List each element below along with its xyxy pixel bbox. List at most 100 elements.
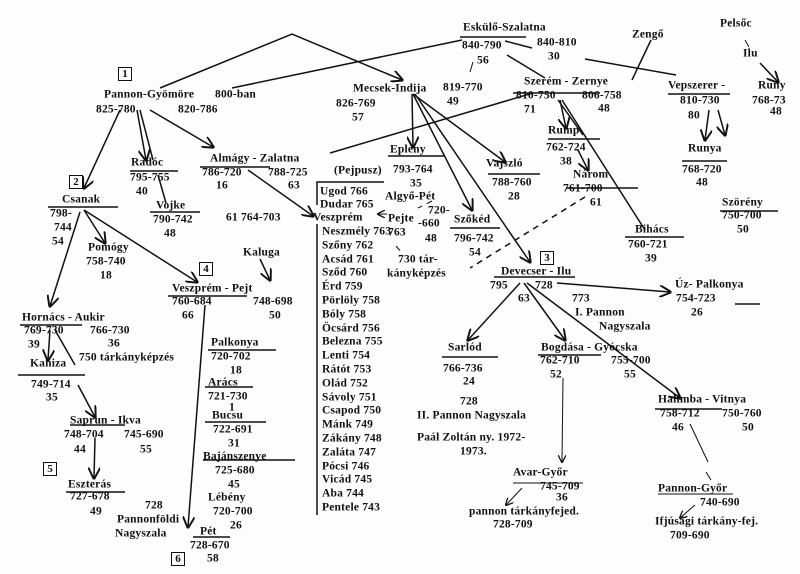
- list-item: Mánk 749: [322, 418, 374, 431]
- node-years: 750-760: [722, 407, 762, 420]
- node-years: 795: [490, 279, 508, 292]
- node-years: -660: [418, 217, 440, 230]
- list-item: Neszmély 763: [322, 225, 392, 238]
- group-marker-4: 4: [199, 262, 213, 276]
- list-item: Zákány 748: [322, 432, 382, 445]
- node-name: Radóc: [131, 156, 164, 169]
- node-years: 728-670: [190, 539, 230, 552]
- node-count: 50: [269, 309, 281, 322]
- list-item: Aba 744: [322, 487, 364, 500]
- node-count: 18: [100, 269, 112, 282]
- node-count: 26: [691, 306, 703, 319]
- list-item: Pócsi 746: [322, 460, 370, 473]
- node-count: 54: [469, 246, 481, 259]
- node-name: Palkonya: [211, 336, 259, 349]
- node-years: 727-678: [70, 490, 110, 503]
- node-years: 760-684: [172, 295, 212, 308]
- node-name: Szörény: [722, 196, 764, 209]
- node-count: 55: [140, 443, 152, 456]
- node-note: 1973.: [460, 445, 487, 458]
- node-years: 758-712: [660, 407, 700, 420]
- node-years: 744: [54, 221, 72, 234]
- node-years: 766-736: [443, 362, 483, 375]
- node-note: 709-690: [670, 529, 710, 542]
- node-count: 58: [207, 552, 219, 565]
- node-note: (Pejpusz): [334, 164, 382, 177]
- group-marker-3: 3: [540, 251, 554, 265]
- node-name: Runy: [758, 79, 786, 92]
- node-note: I. Pannon: [575, 306, 625, 319]
- node-years: 725-680: [215, 464, 255, 477]
- node-name: Vepszerer -: [668, 79, 726, 92]
- list-item: Zaláta 747: [322, 446, 377, 459]
- node-count: 45: [228, 478, 240, 491]
- node-count: 39: [645, 252, 657, 265]
- list-center: Veszprém: [313, 211, 363, 224]
- node-count: 38: [560, 155, 572, 168]
- node-years: 755-700: [611, 354, 651, 367]
- node-name: Lébény: [208, 491, 246, 504]
- list-item: Belezna 755: [322, 335, 383, 348]
- node-count: 61: [590, 196, 602, 209]
- node-count: 56: [477, 54, 489, 67]
- node-years: 750-700: [722, 209, 762, 222]
- node-name: Bajánszenye: [203, 450, 267, 463]
- node-years: 740-690: [700, 496, 740, 509]
- node-name: Ilu: [743, 47, 758, 60]
- node-note: 728: [460, 395, 478, 408]
- node-count: 54: [52, 235, 64, 248]
- node-years: 810-730: [680, 94, 720, 107]
- node-count: 57: [352, 111, 364, 124]
- node-note: pannon tárkányfejed.: [469, 505, 580, 518]
- node-count: 71: [524, 103, 536, 116]
- line-szerem-almagy: [329, 92, 534, 154]
- node-count: 48: [770, 105, 782, 118]
- line-esk-vep: [584, 58, 677, 76]
- node-note: 728-709: [493, 518, 533, 531]
- node-count: 52: [550, 368, 562, 381]
- node-count: 48: [598, 102, 610, 115]
- node-years: 820-786: [178, 103, 218, 116]
- node-name: Runya: [688, 142, 722, 155]
- node-years: 763: [388, 226, 406, 239]
- node-note: II. Pannon Nagyszala: [417, 409, 527, 422]
- group-marker-2: 2: [69, 175, 83, 189]
- list-item: Acsád 761: [322, 253, 374, 266]
- node-years: 795-755: [130, 171, 170, 184]
- node-name: Rump: [548, 124, 580, 137]
- node-years: 768-73: [752, 94, 786, 107]
- node-years: 788-725: [268, 166, 308, 179]
- node-count: 24: [463, 375, 475, 388]
- node-note: kányképzés: [387, 267, 446, 280]
- node-name: Mecsek-Indija: [353, 82, 427, 95]
- node-years: 720-702: [211, 350, 251, 363]
- node-count: 48: [425, 232, 437, 245]
- node-years: 788-760: [492, 176, 532, 189]
- node-name: Pomógy: [88, 241, 129, 254]
- node-years: 720-: [428, 204, 450, 217]
- node-count: 46: [672, 421, 684, 434]
- node-years: 745-709: [540, 480, 580, 493]
- list-item: Rátót 753: [322, 363, 372, 376]
- line-zengo: [631, 39, 652, 81]
- node-name: Hornács - Aukir: [22, 311, 105, 324]
- veszprem-list-bracket: [316, 181, 384, 205]
- node-years: 840-790: [462, 39, 502, 52]
- node-years: 728: [535, 279, 553, 292]
- node-name: Szerém - Zernye: [524, 75, 609, 88]
- node-count: 80: [688, 109, 700, 122]
- node-years: 722-691: [213, 423, 253, 436]
- node-name: Eszterás: [68, 478, 112, 491]
- node-note: Nagyszala: [115, 527, 167, 540]
- node-count: 36: [556, 491, 568, 504]
- list-item: Ugod 766: [320, 185, 368, 198]
- list-item: Sződ 760: [322, 266, 368, 279]
- node-name: Vojke: [156, 199, 186, 212]
- node-count: 36: [108, 337, 120, 350]
- list-item: Érd 759: [322, 280, 363, 293]
- list-item: Bóly 758: [322, 308, 367, 321]
- node-count: 28: [508, 190, 520, 203]
- node-name: Avar-Győr: [513, 466, 568, 479]
- node-name: Nárom: [573, 168, 609, 181]
- node-years: 796-742: [454, 232, 494, 245]
